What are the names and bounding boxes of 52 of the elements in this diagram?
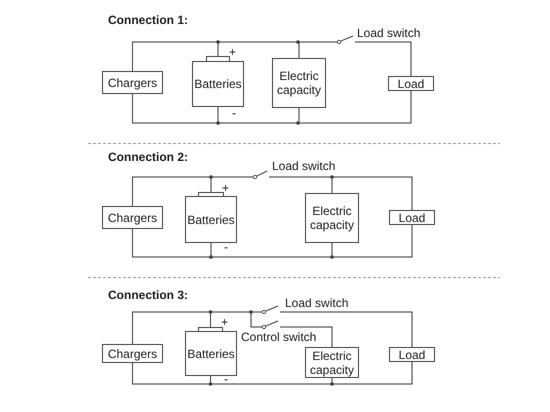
component-label: Load	[398, 76, 424, 90]
polarity-sign: -	[224, 375, 228, 383]
component-box	[389, 210, 435, 225]
polarity-sign: -	[224, 243, 228, 251]
wire	[210, 242, 332, 258]
wire	[298, 42, 338, 58]
switch-label: Control switch	[241, 330, 316, 344]
wire	[210, 376, 332, 384]
wire	[132, 312, 211, 344]
wire	[132, 228, 212, 258]
component-box	[272, 58, 326, 108]
component-label: Chargers	[108, 210, 158, 224]
wire	[280, 326, 332, 348]
component-label: Electric capacity	[276, 69, 322, 97]
component-label: Batteries	[187, 346, 235, 360]
component-label: Load	[398, 348, 426, 362]
component-label: Chargers	[108, 76, 158, 90]
section-heading: Connection 3:	[108, 288, 188, 303]
switch-label: Load switch	[285, 296, 348, 310]
component-label: Electric capacity	[308, 204, 356, 232]
polarity-sign: +	[229, 48, 236, 56]
section-heading: Connection 2:	[108, 150, 188, 165]
polarity-sign: +	[221, 318, 228, 326]
component-label: Batteries	[187, 212, 235, 226]
wire	[210, 312, 252, 328]
switch-label: Load switch	[272, 159, 336, 173]
wire	[332, 362, 412, 384]
component-label: Chargers	[108, 346, 158, 360]
component-box	[305, 193, 359, 243]
component-label: Load	[398, 210, 426, 224]
wire	[132, 42, 218, 72]
wire	[280, 312, 412, 348]
component-box	[102, 344, 163, 363]
polarity-sign: -	[232, 109, 236, 117]
component-label: Electric capacity	[308, 348, 356, 376]
component-box	[102, 206, 163, 229]
wire	[210, 176, 254, 192]
wire	[132, 94, 218, 124]
wire	[132, 176, 212, 206]
section-heading: Connection 1:	[108, 13, 188, 28]
component-label: Batteries	[194, 77, 242, 91]
wire	[132, 362, 211, 384]
wire	[332, 176, 412, 210]
component-box	[388, 76, 434, 91]
wire	[332, 224, 412, 258]
component-box	[389, 347, 435, 362]
wire	[354, 42, 412, 76]
component-box	[102, 71, 163, 94]
wire	[250, 312, 262, 328]
switch-label: Load switch	[357, 26, 420, 40]
polarity-sign: +	[222, 184, 230, 192]
wire	[298, 90, 412, 124]
